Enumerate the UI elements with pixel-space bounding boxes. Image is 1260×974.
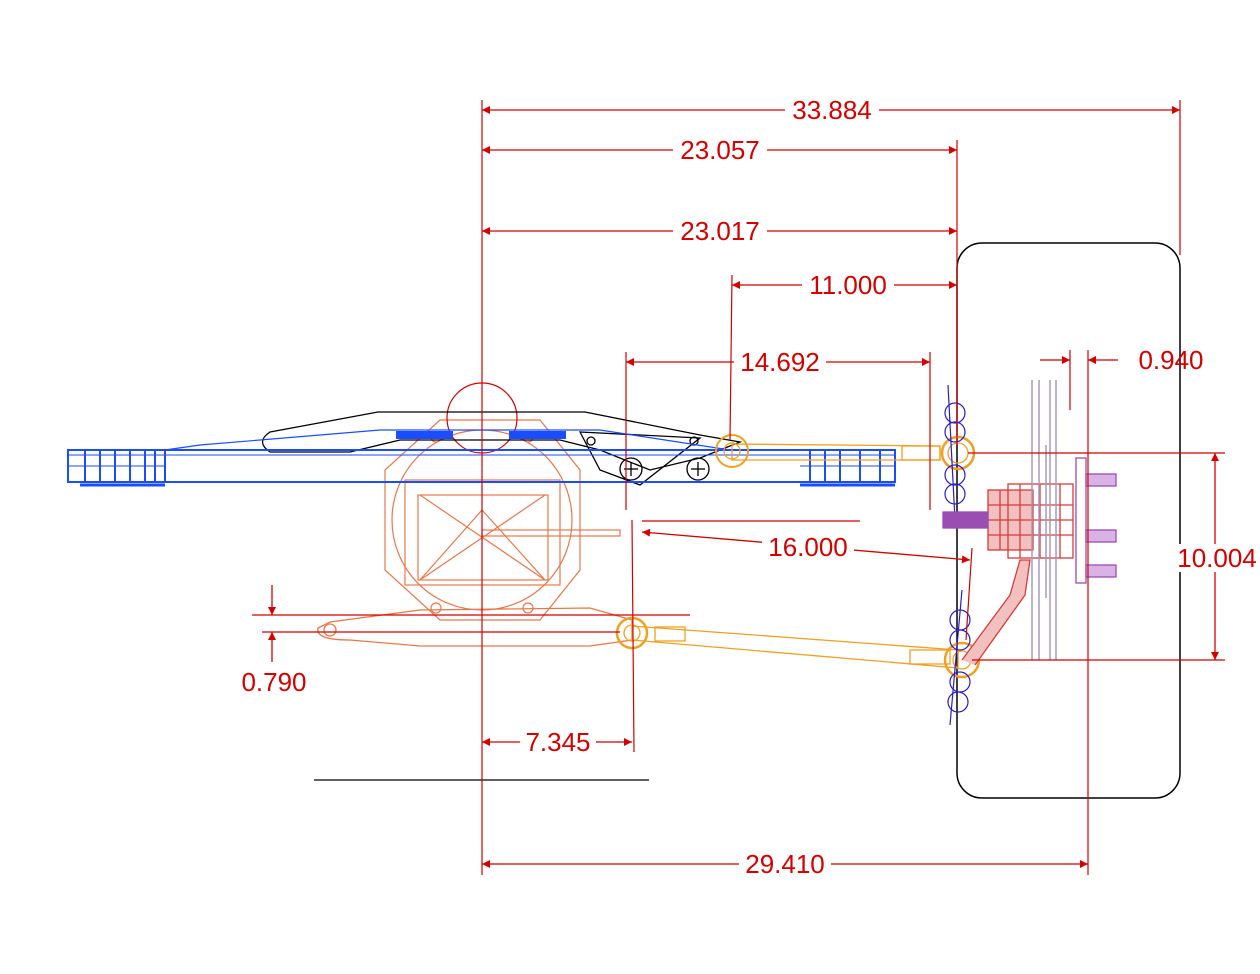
dim-rocker-to-upright: 11.000 xyxy=(809,270,887,300)
upright xyxy=(961,483,1074,666)
upper-rocker-arm xyxy=(261,411,743,486)
dim-hub-offset: 0.940 xyxy=(1138,345,1203,375)
dim-rocker-span: 14.692 xyxy=(740,347,820,377)
dimension-labels: 33.884 23.057 23.017 11.000 14.692 0.940… xyxy=(241,95,1260,879)
dim-ball-joint-height: 10.004 xyxy=(1177,543,1257,573)
lower-trailing-arm xyxy=(317,607,633,647)
dim-lower-arm-drop: 0.790 xyxy=(241,667,306,697)
dim-lower-inner-offset: 7.345 xyxy=(525,727,590,757)
brake-rotor xyxy=(1031,380,1057,660)
dim-upper-pivot: 23.017 xyxy=(680,216,760,246)
coil-spring xyxy=(944,384,971,726)
frame-rail xyxy=(67,429,896,487)
wheel-hub xyxy=(942,457,1117,584)
dim-overall-width: 33.884 xyxy=(792,95,872,125)
dim-upper-pivot-top: 23.057 xyxy=(680,135,760,165)
tie-links xyxy=(615,434,981,679)
dim-track-half: 29.410 xyxy=(745,849,825,879)
dim-lower-arm-length: 16.000 xyxy=(768,532,848,562)
